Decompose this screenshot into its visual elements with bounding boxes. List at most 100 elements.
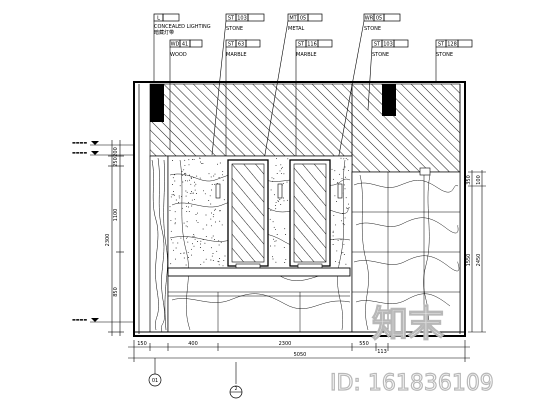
stipple-dot bbox=[170, 219, 172, 221]
stipple-dot bbox=[194, 189, 196, 191]
stipple-dot bbox=[279, 170, 281, 172]
stipple-dot bbox=[172, 242, 174, 244]
stipple-dot bbox=[209, 195, 211, 197]
tag-metal: MT 05 METAL bbox=[287, 13, 323, 32]
stipple-dot bbox=[219, 258, 221, 259]
stipple-dot bbox=[212, 235, 214, 237]
stipple-dot bbox=[343, 184, 345, 186]
tag-code: ST bbox=[438, 42, 445, 48]
stipple-dot bbox=[280, 164, 282, 166]
svg-text:▬▬▬▬: ▬▬▬▬ bbox=[72, 317, 87, 322]
stipple-dot bbox=[274, 205, 276, 207]
tag-code: WR bbox=[365, 16, 374, 22]
stipple-dot bbox=[192, 243, 193, 245]
stipple-dot bbox=[332, 235, 334, 237]
stipple-dot bbox=[208, 173, 210, 175]
stipple-dot bbox=[345, 263, 347, 265]
tag-code: WD bbox=[171, 42, 180, 48]
left-dimensions: ▬▬▬▬ ▬▬▬▬ ▬▬▬▬ 200 250 2300 1100 850 bbox=[72, 140, 134, 336]
stipple-dot bbox=[200, 263, 202, 265]
stipple-dot bbox=[283, 247, 285, 249]
stipple-dot bbox=[191, 205, 193, 207]
stipple-dot bbox=[191, 191, 193, 192]
stipple-dot bbox=[287, 158, 289, 160]
stipple-dot bbox=[332, 232, 334, 234]
stipple-dot bbox=[204, 242, 206, 244]
stipple-dot bbox=[196, 193, 197, 194]
dim-right-3: 2450 bbox=[476, 254, 482, 267]
svg-text:2: 2 bbox=[235, 386, 238, 392]
right-dimensions: 350 100 2450 1550 bbox=[466, 170, 486, 333]
ceiling-hatch-right bbox=[351, 83, 461, 173]
stipple-dot bbox=[188, 159, 190, 161]
stipple-dot bbox=[218, 264, 220, 266]
stipple-dot bbox=[188, 174, 190, 176]
stipple-dot bbox=[214, 183, 216, 185]
stipple-dot bbox=[203, 261, 205, 263]
stipple-dot bbox=[188, 211, 190, 213]
stipple-dot bbox=[348, 203, 349, 205]
stipple-dot bbox=[179, 185, 181, 187]
stipple-dot bbox=[189, 179, 191, 181]
stipple-dot bbox=[190, 183, 192, 185]
stipple-dot bbox=[341, 177, 343, 179]
stipple-dot bbox=[199, 161, 201, 163]
stipple-dot bbox=[193, 234, 195, 236]
stipple-dot bbox=[201, 162, 203, 164]
stipple-dot bbox=[269, 218, 271, 220]
stipple-dot bbox=[273, 178, 275, 180]
stipple-dot bbox=[173, 174, 175, 176]
tag-code: ST bbox=[298, 42, 305, 48]
stipple-dot bbox=[206, 224, 208, 226]
stipple-dot bbox=[218, 240, 220, 242]
stipple-dot bbox=[344, 166, 346, 168]
stipple-dot bbox=[181, 195, 182, 197]
stipple-dot bbox=[271, 177, 273, 179]
tag-code: L bbox=[157, 16, 160, 22]
section-marker: 01 bbox=[148, 373, 162, 387]
stipple-dot bbox=[212, 260, 214, 261]
stipple-dot bbox=[200, 240, 202, 242]
stipple-dot bbox=[194, 198, 195, 200]
sconce-3 bbox=[337, 183, 343, 199]
stipple-dot bbox=[332, 178, 334, 180]
stipple-dot bbox=[178, 202, 180, 203]
stipple-dot bbox=[199, 157, 201, 159]
stipple-dot bbox=[333, 238, 335, 240]
stipple-dot bbox=[193, 245, 195, 247]
stipple-dot bbox=[175, 247, 177, 249]
stipple-dot bbox=[222, 170, 224, 172]
tag-stone-a: ST 103 STONE bbox=[225, 13, 265, 32]
svg-text:▬▬▬▬: ▬▬▬▬ bbox=[72, 140, 87, 145]
stipple-dot bbox=[183, 169, 185, 171]
stipple-dot bbox=[217, 163, 219, 165]
stipple-dot bbox=[187, 236, 189, 238]
stipple-dot bbox=[344, 176, 346, 178]
stipple-dot bbox=[199, 247, 201, 248]
stipple-dot bbox=[169, 206, 171, 208]
tag-sub: STONE bbox=[436, 52, 453, 58]
stipple-dot bbox=[197, 212, 198, 214]
stipple-dot bbox=[331, 168, 333, 170]
stipple-dot bbox=[213, 175, 215, 177]
elevation-body bbox=[133, 81, 466, 337]
stipple-dot bbox=[188, 164, 190, 166]
stipple-dot bbox=[334, 170, 336, 172]
dim-right-4: 1550 bbox=[466, 254, 472, 267]
stipple-dot bbox=[174, 180, 176, 182]
stipple-dot bbox=[191, 254, 193, 256]
tag-note: CONCEALED LIGHTING bbox=[154, 24, 211, 30]
stipple-dot bbox=[221, 224, 223, 226]
stipple-dot bbox=[208, 200, 210, 201]
stipple-dot bbox=[275, 228, 277, 230]
stipple-dot bbox=[210, 247, 212, 249]
watermark: 知末 ID: 161836109 bbox=[329, 303, 494, 396]
tag-code: ST bbox=[228, 16, 235, 22]
stipple-dot bbox=[211, 189, 212, 191]
stipple-dot bbox=[224, 255, 226, 257]
dim-bottom-4: 550 bbox=[359, 341, 369, 347]
stipple-dot bbox=[185, 180, 186, 182]
stipple-dot bbox=[203, 249, 205, 251]
stipple-dot bbox=[191, 199, 193, 201]
stipple-dot bbox=[186, 180, 188, 182]
